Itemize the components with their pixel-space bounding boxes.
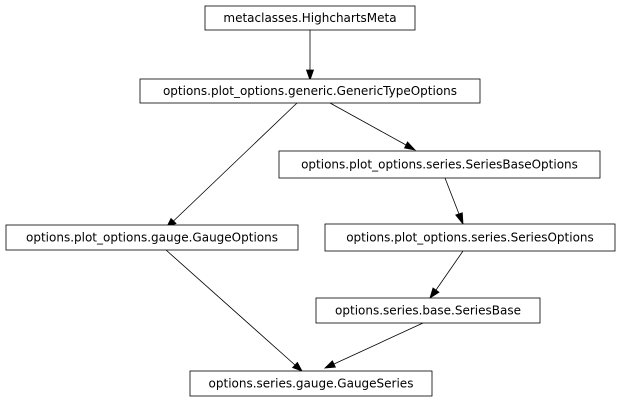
node-series-base[interactable]: options.series.base.SeriesBase [315,297,541,324]
node-label: options.plot_options.generic.GenericType… [163,84,457,98]
node-label: options.series.base.SeriesBase [335,304,521,318]
edge-seriesbase-to-gaugeseries [323,322,424,369]
node-label: options.plot_options.gauge.GaugeOptions [26,231,278,245]
node-label: metaclasses.HighchartsMeta [223,11,396,25]
edge-gaugeopts-to-gaugeseries [165,249,303,372]
node-gauge-series[interactable]: options.series.gauge.GaugeSeries [189,370,433,397]
node-label: options.plot_options.series.SeriesOption… [346,231,594,245]
node-series-base-options[interactable]: options.plot_options.series.SeriesBaseOp… [278,150,601,179]
node-label: options.series.gauge.GaugeSeries [209,377,414,391]
edge-seriesbaseopts-to-seriesopts [444,177,464,226]
node-highcharts-meta[interactable]: metaclasses.HighchartsMeta [204,5,416,31]
edge-generic-to-gaugeopts [165,102,298,229]
edge-seriesopts-to-seriesbase [429,250,464,299]
edge-meta-to-generic [305,30,315,82]
edge-generic-to-seriesbaseopts [329,102,417,151]
node-generic-type-options[interactable]: options.plot_options.generic.GenericType… [139,78,481,104]
node-series-options[interactable]: options.plot_options.series.SeriesOption… [324,223,616,252]
node-gauge-options[interactable]: options.plot_options.gauge.GaugeOptions [5,224,299,251]
node-label: options.plot_options.series.SeriesBaseOp… [301,158,578,172]
